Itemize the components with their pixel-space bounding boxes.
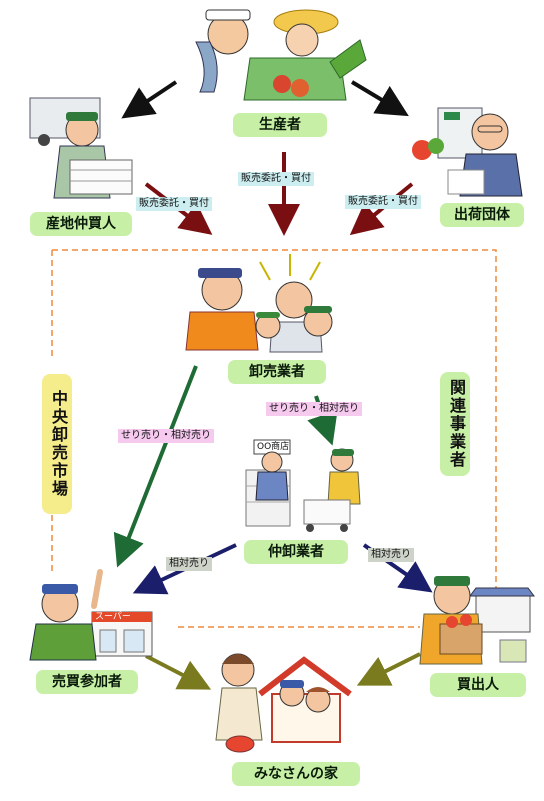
node-local-broker: 産地仲買人 (30, 212, 132, 236)
local-broker-illustration (29, 97, 133, 199)
edge-label-right: 販売委託・買付 (345, 195, 421, 209)
trading-participant-illustration (29, 569, 153, 661)
node-intermediate-wholesaler: 仲卸業者 (244, 540, 348, 564)
edge-label-mutual-left: 相対売り (166, 557, 212, 571)
wholesaler-illustration (185, 254, 333, 353)
node-buyer: 買出人 (430, 673, 526, 697)
node-shipping-group: 出荷団体 (440, 203, 524, 227)
home-illustration (215, 653, 352, 753)
buyer-illustration (419, 576, 535, 665)
edge-label-mutual-right: 相対売り (368, 548, 414, 562)
intermediate-wholesaler-illustration (245, 439, 361, 532)
supermarket-sign: スーパー (95, 612, 131, 622)
node-wholesaler: 卸売業者 (228, 360, 326, 384)
node-trading-participant: 売買参加者 (36, 670, 138, 694)
arrow-producer-to-shipping (350, 80, 409, 117)
arrow-buyer-to-home (356, 652, 421, 686)
arrow-producer-to-broker (121, 80, 178, 119)
arrow-participant-to-home (145, 654, 212, 690)
producer-illustration (195, 9, 367, 101)
node-home: みなさんの家 (232, 762, 360, 786)
related-business-label: 関連事業者 (440, 372, 470, 476)
node-producer: 生産者 (233, 113, 327, 137)
central-market-label: 中央卸売市場 (42, 374, 72, 514)
edge-label-left: 販売委託・買付 (136, 197, 212, 211)
arrow-wholesaler-to-participant (113, 365, 198, 568)
edge-label-auction-left: せり売り・相対売り (118, 429, 214, 443)
shipping-group-illustration (412, 107, 523, 197)
edge-label-center: 販売委託・買付 (238, 172, 314, 186)
shop-board-sign: OO商店 (257, 442, 290, 452)
edge-label-auction-center: せり売り・相対売り (266, 402, 362, 416)
central-market-border (51, 249, 497, 628)
